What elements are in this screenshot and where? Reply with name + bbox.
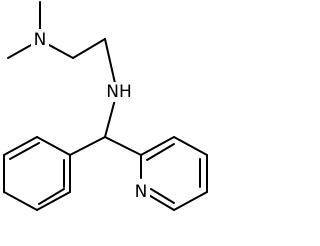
phenyl-bond-2 (3, 136, 38, 156)
molecule-diagram-canvas: N NH N (3, 1, 208, 211)
pyridine-double-bond-3 (150, 188, 175, 204)
pyridine-bond-2 (173, 136, 208, 156)
phenyl-double-bond-1 (9, 142, 40, 160)
phenyl-bond-1 (36, 136, 71, 156)
pyridine-double-bond-1 (146, 143, 175, 161)
phenyl-bond-5 (36, 191, 71, 211)
pyridine-bond-5 (146, 193, 175, 211)
bond-methine-to-phenyl (69, 136, 106, 156)
pyridine-n-label: N (135, 182, 148, 202)
molecule-diagram: N NH N (3, 1, 208, 211)
phenyl-bond-4 (3, 191, 38, 211)
secondary-amine-label: NH (106, 82, 132, 102)
bond-methine-to-pyridine (104, 136, 142, 156)
pyridine-bond-1 (140, 136, 175, 156)
bond-ethyl-1-to-ethyl-2 (72, 38, 106, 59)
dimethylamine-n-label-background (31, 29, 49, 49)
pyridine-n-label-background (132, 181, 150, 201)
phenyl-double-bond-2 (38, 188, 65, 205)
secondary-amine-label-background (104, 82, 134, 102)
pyridine-bond-4 (173, 191, 208, 211)
dimethylamine-n-label: N (34, 30, 47, 50)
